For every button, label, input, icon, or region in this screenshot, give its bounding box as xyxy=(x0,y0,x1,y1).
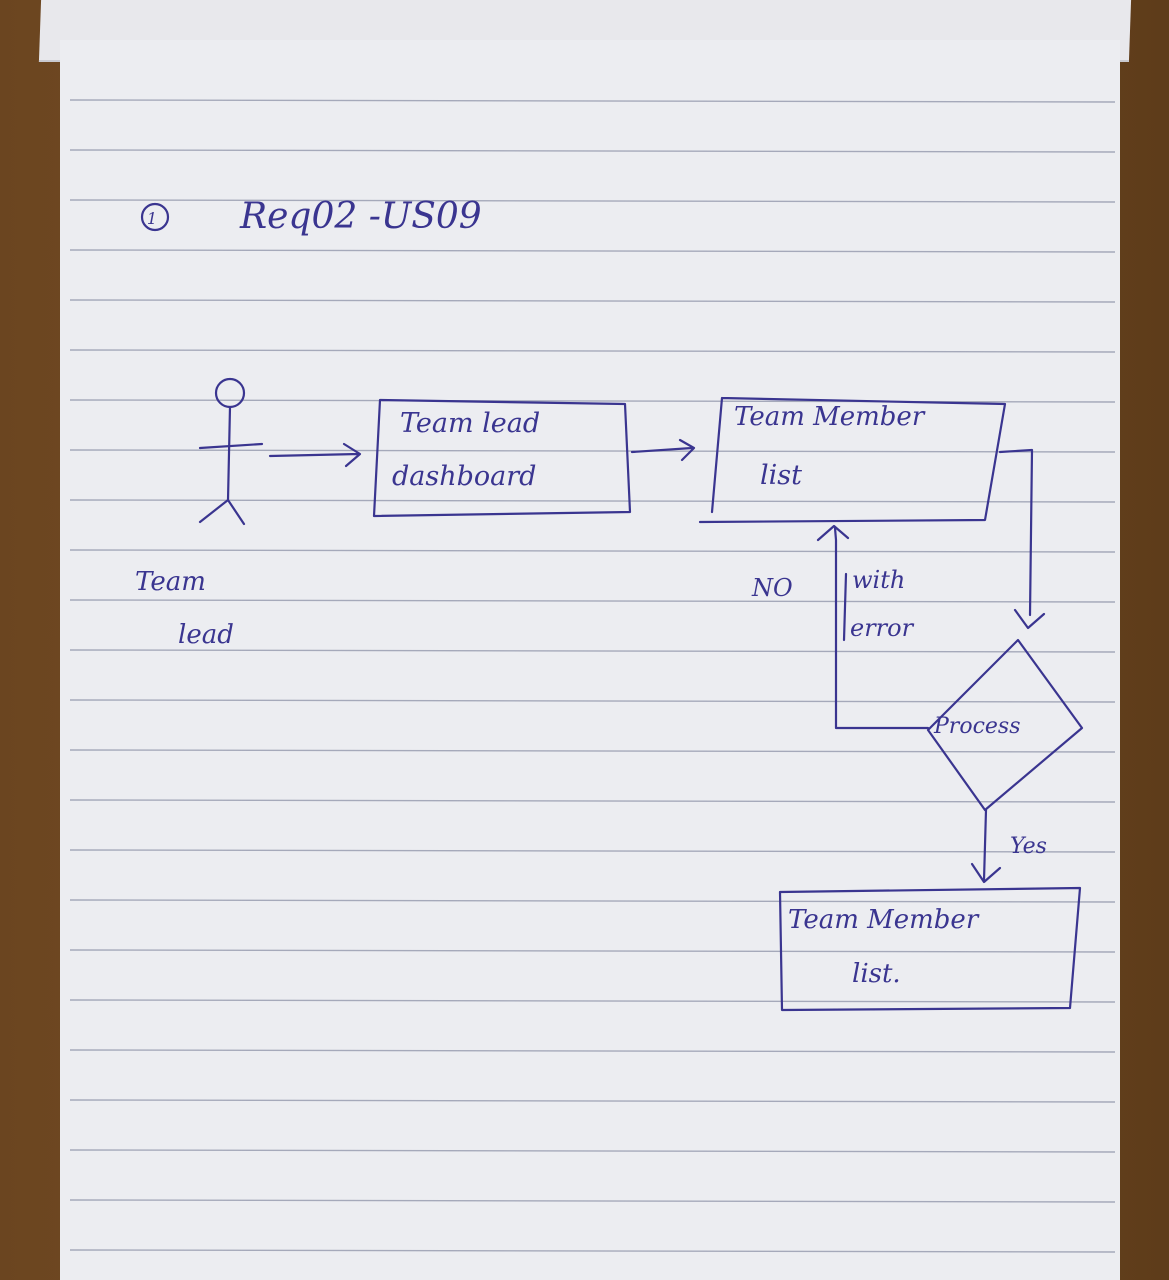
ruled-line xyxy=(69,999,1116,1003)
ruled-line xyxy=(69,499,1116,503)
ruled-line xyxy=(69,299,1116,303)
arrow-actor-to-dashboard xyxy=(268,442,362,468)
ruled-line xyxy=(69,1149,1116,1153)
ruled-line xyxy=(69,1099,1116,1103)
ruled-line xyxy=(69,199,1116,203)
ruled-line xyxy=(69,549,1116,553)
ruled-line xyxy=(69,99,1116,103)
ruled-line xyxy=(69,949,1116,953)
dashboard-label-line2: dashboard xyxy=(392,461,536,492)
ruled-line xyxy=(69,599,1116,603)
dashboard-label-line1: Team lead xyxy=(400,408,540,439)
result-list-label-line1: Team Member xyxy=(788,905,980,935)
edge-label-error: error xyxy=(850,614,915,642)
title-marker-number: 1 xyxy=(147,209,157,228)
ruled-line xyxy=(69,1049,1116,1053)
with-error-bracket xyxy=(842,572,848,642)
edge-label-no: NO xyxy=(751,574,793,602)
dashboard-box xyxy=(372,398,632,518)
actor-body xyxy=(226,405,232,502)
ruled-line xyxy=(69,449,1116,453)
ruled-line xyxy=(69,799,1116,803)
ruled-line xyxy=(69,699,1116,703)
actor-label-line2: lead xyxy=(178,620,234,650)
member-list-label-line1: Team Member xyxy=(734,402,926,432)
ruled-line xyxy=(69,1199,1116,1203)
actor-label-line1: Team xyxy=(135,567,206,597)
ruled-line xyxy=(69,249,1116,253)
arrow-member-list-to-decision xyxy=(998,448,1046,630)
ruled-line xyxy=(69,849,1116,853)
arrow-decision-yes xyxy=(970,808,1002,884)
notebook-page xyxy=(60,40,1120,1280)
ruled-line xyxy=(69,149,1116,153)
title-circle-marker xyxy=(140,202,170,232)
ruled-line xyxy=(69,749,1116,753)
arrow-dashboard-to-member-list xyxy=(630,438,696,462)
edge-label-yes: Yes xyxy=(1010,834,1047,859)
ruled-line xyxy=(69,399,1116,403)
result-list-box xyxy=(778,886,1082,1012)
member-list-box xyxy=(698,396,1007,524)
member-list-label-line2: list xyxy=(760,460,802,491)
edge-label-with: with xyxy=(852,566,905,594)
ruled-lines xyxy=(69,99,1116,1253)
ruled-line xyxy=(69,649,1116,653)
diagram-title: Req02 -US09 xyxy=(239,196,482,237)
actor-stick-figure xyxy=(198,377,264,526)
ruled-line xyxy=(69,349,1116,353)
ruled-line xyxy=(69,899,1116,903)
decision-label: Process xyxy=(933,714,1021,739)
ruled-line xyxy=(69,1249,1116,1253)
arrow-loop-back-no xyxy=(816,524,930,730)
title-group: 1 Req02 -US09 xyxy=(140,196,482,237)
actor-head xyxy=(214,377,246,409)
result-list-label-line2: list. xyxy=(852,959,901,989)
actor-legs xyxy=(198,498,246,526)
actor-arms xyxy=(198,442,264,450)
